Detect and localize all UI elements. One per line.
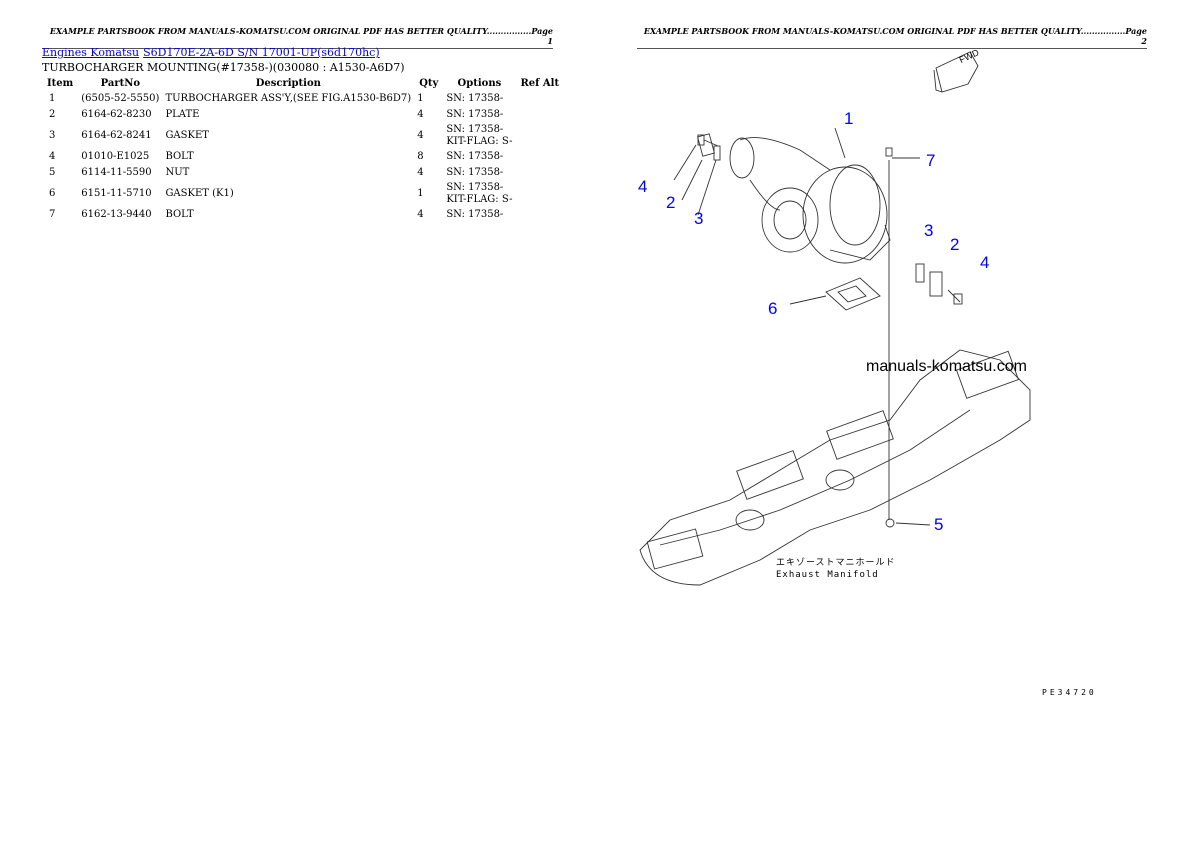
cell-options: SN: 17358- — [443, 165, 515, 181]
table-row: 5 6114-11-5590 NUT 4 SN: 17358- — [42, 165, 564, 181]
turbocharger-drawing — [729, 137, 891, 264]
cell-options: SN: 17358-KIT-FLAG: S- — [443, 123, 515, 149]
page1-header: EXAMPLE PARTSBOOK FROM MANUALS-KOMATSU.C… — [42, 26, 553, 49]
manifold-label: Exhaust Manifold — [776, 570, 879, 580]
table-row: 2 6164-62-8230 PLATE 4 SN: 17358- — [42, 107, 564, 123]
callout-label: 2 — [950, 235, 959, 254]
cell-refalt — [515, 165, 564, 181]
col-qty: Qty — [419, 78, 439, 89]
option-sn: SN: 17358- — [446, 151, 504, 162]
cell-item: 6 — [49, 188, 56, 199]
callout-label: 2 — [666, 193, 675, 212]
cell-item: 7 — [49, 209, 56, 220]
cell-partno: 6151-11-5710 — [81, 188, 152, 199]
cell-description: BOLT — [165, 151, 194, 162]
option-sn: SN: 17358- — [446, 209, 504, 220]
cell-item: 1 — [49, 93, 56, 104]
option-sn: SN: 17358- — [446, 124, 504, 135]
cell-partno: (6505-52-5550) — [81, 93, 160, 104]
cell-refalt — [515, 181, 564, 207]
cell-options: SN: 17358- — [443, 91, 515, 107]
callout-label: 4 — [980, 253, 989, 272]
option-sn: SN: 17358- — [446, 182, 504, 193]
cell-qty: 1 — [417, 93, 424, 104]
table-row: 3 6164-62-8241 GASKET 4 SN: 17358-KIT-FLAG: … — [42, 123, 564, 149]
cell-options: SN: 17358- — [443, 207, 515, 223]
col-options: Options — [457, 78, 502, 89]
table-row: 6 6151-11-5710 GASKET (K1) 1 SN: 17358-KIT-F… — [42, 181, 564, 207]
cell-item: 5 — [49, 167, 56, 178]
cell-options: SN: 17358- — [443, 107, 515, 123]
page-title: TURBOCHARGER MOUNTING(#17358-)(030080 : … — [42, 61, 405, 74]
jp-label: エキゾーストマニホールド — [776, 557, 896, 568]
callout-label: 4 — [638, 177, 647, 196]
watermark-text: manuals-komatsu.com — [866, 358, 1027, 375]
option-sn: SN: 17358- — [446, 167, 504, 178]
col-description: Description — [255, 78, 321, 89]
cell-qty: 4 — [417, 130, 424, 141]
callout-label: 1 — [844, 109, 853, 128]
callout-label: 3 — [694, 209, 703, 228]
exhaust-manifold-drawing — [639, 349, 1031, 586]
cell-qty: 8 — [417, 151, 424, 162]
col-item: Item — [47, 78, 74, 89]
cell-item: 2 — [49, 109, 56, 120]
table-row: 4 01010-E1025 BOLT 8 SN: 17358- — [42, 149, 564, 165]
breadcrumb-engines-link[interactable]: Engines Komatsu — [42, 46, 140, 59]
cell-qty: 4 — [417, 109, 424, 120]
cell-item: 3 — [49, 130, 56, 141]
table-row: 7 6162-13-9440 BOLT 4 SN: 17358- — [42, 207, 564, 223]
cell-description: NUT — [165, 167, 190, 178]
cell-partno: 6164-62-8241 — [81, 130, 152, 141]
breadcrumb-model-link[interactable]: S6D170E-2A-6D S/N 17001-UP(s6d170hc) — [143, 46, 380, 59]
cell-description: PLATE — [165, 109, 200, 120]
option-sn: SN: 17358- — [446, 109, 504, 120]
page2-header: EXAMPLE PARTSBOOK FROM MANUALS-KOMATSU.C… — [637, 26, 1147, 49]
cell-refalt — [515, 91, 564, 107]
cell-partno: 6164-62-8230 — [81, 109, 152, 120]
callout-label: 6 — [768, 299, 777, 318]
col-refalt: Ref Alt — [520, 78, 560, 89]
cell-partno: 01010-E1025 — [81, 151, 150, 162]
cell-refalt — [515, 207, 564, 223]
cell-description: BOLT — [165, 209, 194, 220]
cell-refalt — [515, 149, 564, 165]
cell-qty: 4 — [417, 167, 424, 178]
col-partno: PartNo — [100, 78, 141, 89]
callout-label: 5 — [934, 515, 943, 534]
callout-label: 7 — [926, 151, 935, 170]
cell-item: 4 — [49, 151, 56, 162]
cell-options: SN: 17358- — [443, 149, 515, 165]
drawing-code: PE34720 — [1042, 688, 1097, 697]
cell-options: SN: 17358-KIT-FLAG: S- — [443, 181, 515, 207]
cell-refalt — [515, 123, 564, 149]
cell-qty: 1 — [417, 188, 424, 199]
callout-label: 3 — [924, 221, 933, 240]
table-row: 1 (6505-52-5550) TURBOCHARGER ASS'Y,(SEE F… — [42, 91, 564, 107]
parts-table: Item PartNo Description Qty Options Ref … — [42, 76, 564, 223]
cell-description: GASKET — [165, 130, 209, 141]
cell-description: GASKET (K1) — [165, 188, 234, 199]
cell-description: TURBOCHARGER ASS'Y,(SEE FIG.A1530-B6D7) — [165, 93, 412, 104]
cell-qty: 4 — [417, 209, 424, 220]
option-kit-flag: KIT-FLAG: S- — [446, 136, 513, 147]
option-kit-flag: KIT-FLAG: S- — [446, 194, 513, 205]
option-sn: SN: 17358- — [446, 93, 504, 104]
fwd-arrow-icon — [933, 51, 979, 93]
fwd-label: FWD — [958, 47, 981, 65]
cell-partno: 6162-13-9440 — [81, 209, 152, 220]
cell-partno: 6114-11-5590 — [81, 167, 152, 178]
cell-refalt — [515, 107, 564, 123]
